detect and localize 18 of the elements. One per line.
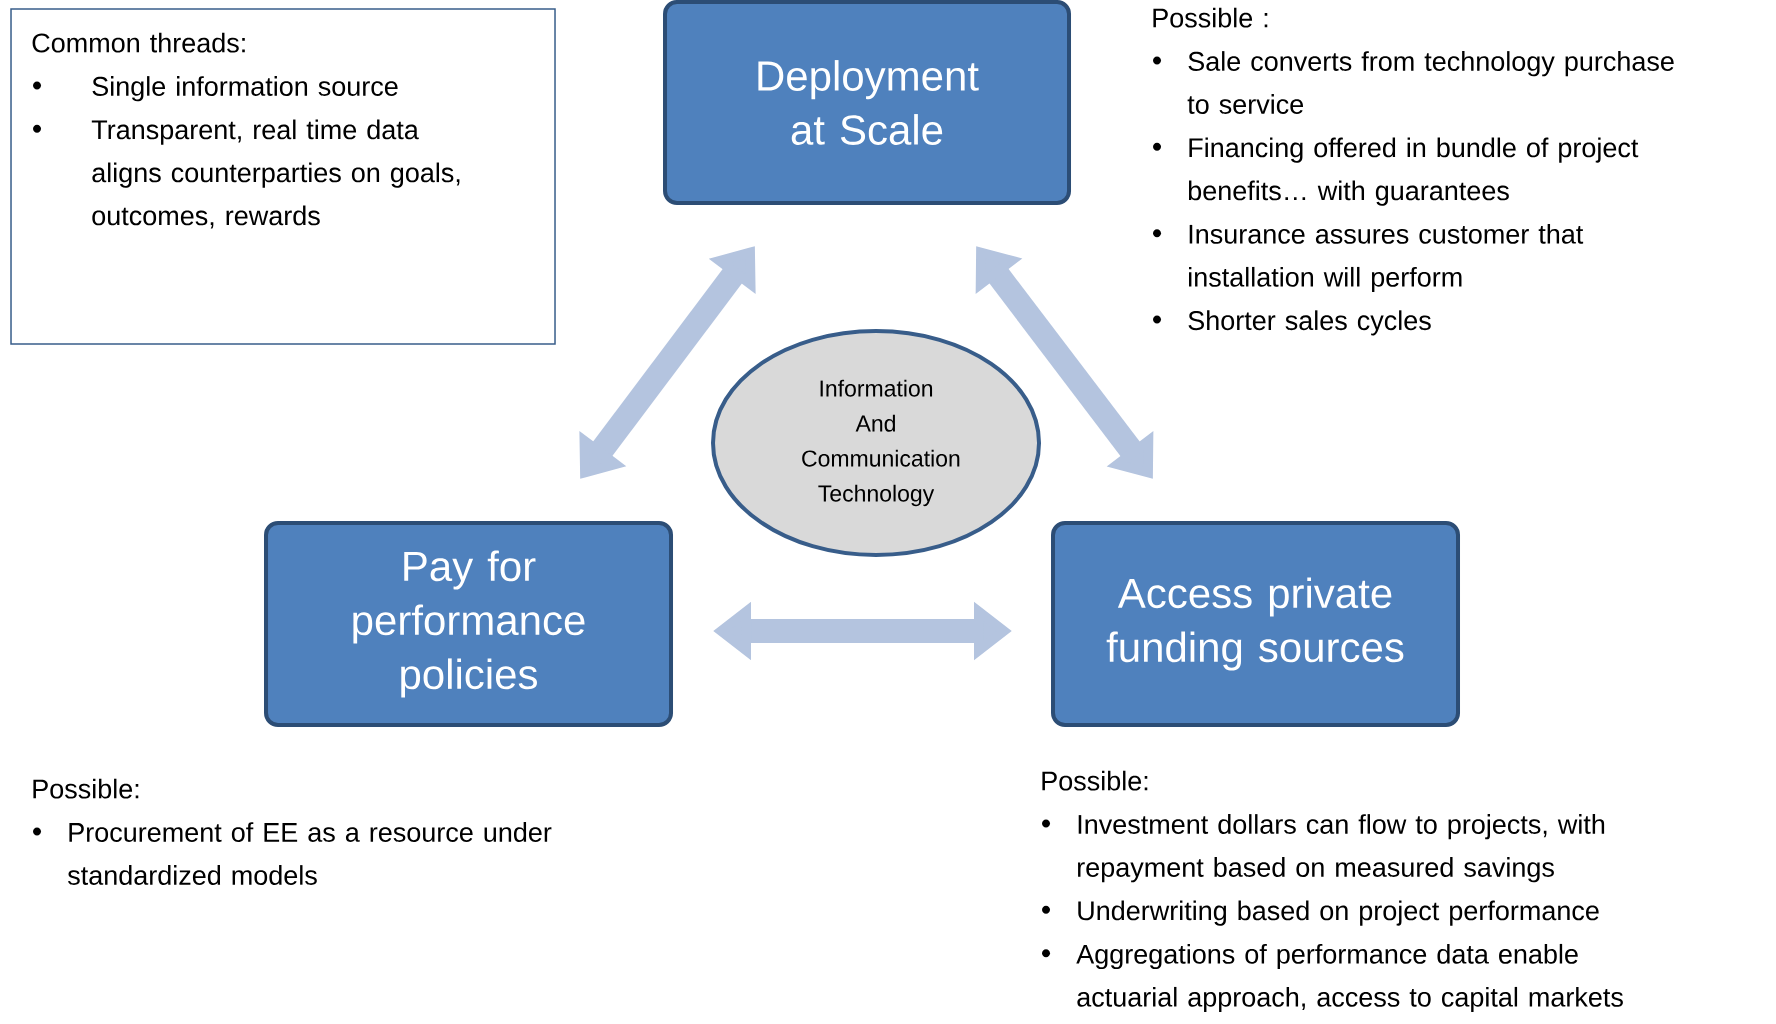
bullet-item: Investment dollars can flow to projects, with repayment based on measured savings — [1042, 814, 1605, 883]
bullet-item: Transparent, real time data aligns counterparties on goals, outcomes, rewards — [33, 119, 460, 229]
bullet-item: Aggregations of performance data enable actuarial approach, access to capital markets — [1042, 943, 1623, 1013]
list-heading: Possible: — [1042, 770, 1148, 791]
text-box — [10, 8, 556, 345]
bullet-item: Underwriting based on project performance — [1042, 900, 1599, 926]
list-heading: Common threads: — [32, 32, 245, 53]
bullet-item: Sale converts from technology purchase to service — [1153, 51, 1674, 114]
bullet-item: Single information source — [33, 76, 398, 102]
bullet-item: Financing offered in bundle of project benefits… with guarantees — [1153, 137, 1639, 206]
bullet-item: Procurement of EE as a resource under standardized models — [33, 822, 552, 885]
process-box: Deployment at Scale — [663, 0, 1071, 205]
list-heading: Possible : — [1153, 7, 1268, 28]
bullet-item: Shorter sales cycles — [1153, 310, 1431, 336]
list-heading: Possible: — [33, 778, 139, 799]
process-box: Access private funding sources — [1051, 521, 1460, 727]
bullet-item: Insurance assures customer that installation will perform — [1153, 223, 1584, 293]
process-box: Pay for performance policies — [264, 521, 673, 727]
